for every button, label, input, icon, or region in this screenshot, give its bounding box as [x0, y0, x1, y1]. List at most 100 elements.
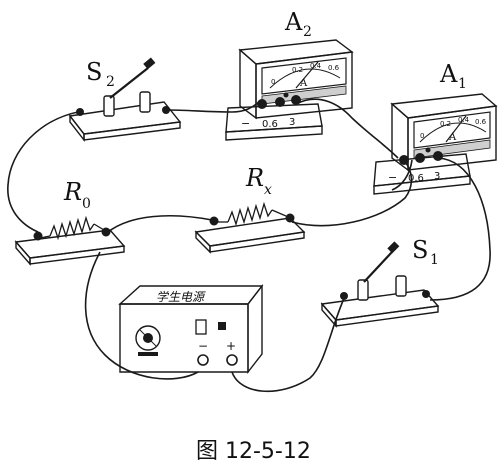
- r0-base-front: [29, 245, 125, 265]
- s2-terminal-right: [162, 106, 170, 114]
- wire-r0-to-supply: [84, 251, 199, 380]
- figure-caption: 图 12-5-12: [196, 439, 311, 464]
- a2-needle: [295, 61, 319, 89]
- psu-plus-label: +: [226, 339, 236, 353]
- rx-label-sub: x: [264, 182, 272, 198]
- a1-base-front: [373, 175, 471, 195]
- psu-knob-plate: [138, 352, 158, 356]
- s1-post-left: [357, 279, 369, 301]
- a2-scale-0: 0: [271, 78, 275, 86]
- r0-label: R: [63, 178, 82, 206]
- wire-supply-to-s1: [231, 295, 346, 393]
- a1-terminal-mid: [415, 153, 425, 163]
- s1-label-sub: 1: [430, 252, 439, 268]
- s1-handle: [387, 241, 400, 254]
- a2-side: [239, 48, 257, 120]
- s2-label: S: [86, 58, 102, 86]
- resistor-rx: R x: [194, 164, 306, 254]
- wire-rx-to-a1: [291, 161, 413, 227]
- switch-s1: S 1: [320, 236, 440, 328]
- a1-scale-1: 0.2: [440, 120, 451, 128]
- a1-term-minus-label: −: [388, 171, 397, 184]
- a1-term-high-label: 3: [434, 171, 440, 182]
- psu-terminal-minus: [197, 354, 209, 366]
- a1-needle: [445, 115, 467, 143]
- a2-terminal-mid: [275, 97, 285, 107]
- s2-terminal-left: [76, 108, 84, 116]
- a1-side: [391, 102, 409, 172]
- rx-terminal-right: [285, 213, 295, 223]
- a1-scale-3: 0.6: [475, 118, 487, 126]
- s2-handle: [143, 57, 156, 70]
- psu-indicator: [218, 322, 226, 330]
- wire-s2-to-a2: [165, 99, 263, 113]
- psu-knob-mark: [139, 329, 157, 347]
- wire-s2-to-r0: [7, 111, 79, 233]
- a1-terminal-high: [433, 151, 443, 161]
- psu-minus-label: −: [198, 339, 208, 353]
- r0-terminal-left: [33, 231, 43, 241]
- rx-terminal-left: [209, 216, 219, 226]
- wires: [7, 98, 491, 393]
- rx-base-front: [209, 231, 305, 253]
- switch-s2: S 2: [68, 57, 182, 143]
- a1-hatch-band: [413, 139, 491, 159]
- a2-zero-screw: [283, 92, 289, 98]
- a1-scale-0: 0: [420, 132, 424, 140]
- a2-terminal-minus: [257, 99, 267, 109]
- psu-name: 学生电源: [156, 290, 206, 304]
- a1-zero-screw: [425, 147, 431, 153]
- r0-lead-right: [93, 223, 105, 231]
- s2-base-front: [83, 121, 181, 141]
- s1-lever: [363, 251, 393, 283]
- power-supply: 学生电源 − +: [118, 283, 264, 375]
- a1-scale-2: 0.4: [458, 116, 470, 124]
- r0-base-side: [15, 240, 31, 266]
- wire-a1-to-s1: [429, 157, 491, 301]
- a2-label: A: [284, 8, 303, 36]
- s2-post-right: [139, 91, 151, 113]
- a2-scale-arc: [269, 68, 341, 89]
- a2-base-front: [225, 125, 323, 141]
- a1-terminal-minus: [399, 155, 409, 165]
- a2-scale-2: 0.4: [310, 62, 322, 70]
- s2-label-sub: 2: [106, 74, 115, 90]
- a1-dial: [413, 111, 491, 149]
- s1-base-top: [320, 289, 440, 321]
- rx-lead-right: [271, 209, 287, 217]
- a1-label-sub: 1: [458, 76, 467, 92]
- s1-post-right: [395, 275, 407, 297]
- s1-terminal-right: [422, 290, 430, 298]
- s1-base-side: [321, 302, 337, 328]
- r0-label-sub: 0: [82, 196, 91, 212]
- wire-a1-mid: [391, 159, 413, 191]
- a1-unit: A: [448, 132, 457, 143]
- a2-scale-1: 0.2: [292, 66, 303, 74]
- s1-base-front: [335, 305, 439, 327]
- resistor-r0: R 0: [14, 178, 126, 266]
- a2-label-sub: 2: [303, 24, 312, 40]
- psu-power-switch: [195, 319, 207, 335]
- r0-terminal-right: [101, 227, 111, 237]
- rx-base-side: [195, 230, 211, 254]
- s2-base-side: [69, 113, 85, 143]
- psu-terminal-plus: [226, 354, 238, 366]
- a2-scale-3: 0.6: [328, 64, 340, 72]
- a2-term-high-label: 3: [289, 117, 295, 128]
- s2-post-left: [103, 95, 115, 117]
- rx-label: R: [245, 164, 264, 192]
- a1-term-mid-label: 0.6: [408, 173, 424, 184]
- a2-unit: A: [299, 78, 308, 89]
- s1-terminal-left: [340, 292, 348, 300]
- a2-term-minus-label: −: [241, 117, 250, 130]
- s1-label: S: [412, 236, 428, 264]
- rx-coil: [227, 201, 273, 227]
- ammeter-a2: 0 0.2 0.4 0.6 A − 0.6 3 A 2: [225, 8, 354, 141]
- wire-r0-to-rx: [107, 214, 213, 233]
- s2-lever: [109, 67, 149, 99]
- a2-dial: [261, 57, 347, 95]
- psu-side: [247, 283, 263, 375]
- a2-term-mid-label: 0.6: [262, 119, 278, 130]
- r0-coil: [49, 215, 95, 241]
